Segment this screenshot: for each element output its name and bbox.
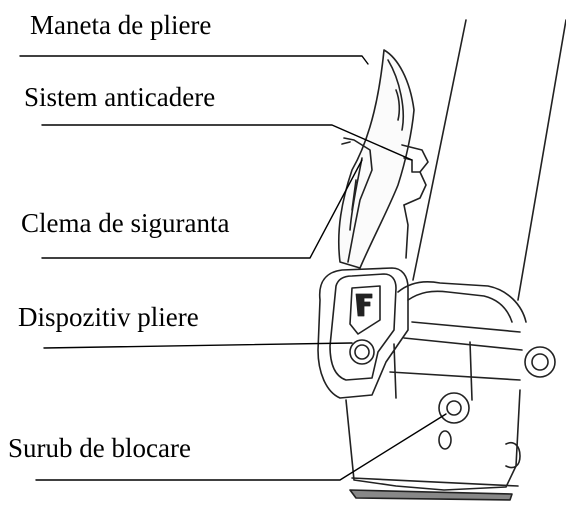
label-anti-fall-system: Sistem anticadere	[24, 82, 216, 112]
leader-line-locking-screw	[35, 413, 447, 481]
leader-line-safety-clip	[41, 159, 363, 259]
leader-line-folding-lever	[19, 55, 369, 65]
label-folding-lever: Maneta de pliere	[30, 10, 212, 40]
stem-tube	[412, 19, 566, 301]
safety-clip	[341, 137, 373, 263]
folding-lever	[337, 49, 429, 269]
label-safety-clip: Clema de siguranta	[21, 208, 230, 238]
label-locking-screw: Surub de blocare	[8, 433, 191, 463]
lower-clamp	[345, 389, 521, 501]
label-folding-device: Dispozitiv pliere	[18, 302, 199, 332]
leader-line-folding-device	[43, 342, 353, 349]
folding-device	[317, 267, 556, 401]
leader-line-anti-fall-system	[41, 124, 413, 161]
leader-lines	[19, 55, 447, 481]
